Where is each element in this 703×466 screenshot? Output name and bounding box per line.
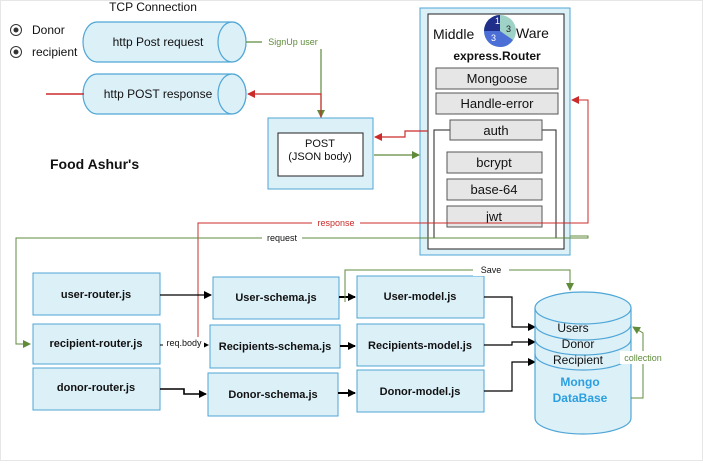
recipients-model-label: Recipients-model.js (368, 340, 472, 352)
donor-schema-box: Donor-schema.js (207, 372, 339, 417)
auth-box (449, 119, 543, 141)
user-model-box: User-model.js (356, 275, 485, 319)
http-post-request-pipe: http Post request (82, 21, 247, 63)
donor-router-label: donor-router.js (57, 382, 135, 394)
signup-label-bg (262, 35, 324, 49)
db-recipient-label: Recipient (553, 353, 604, 367)
response-label-bg (312, 216, 360, 229)
collection-edge (631, 326, 644, 399)
post-json-box: POST (JSON body) (267, 117, 374, 190)
recipients-schema-label: Recipients-schema.js (219, 341, 332, 353)
collection-label-bg (620, 351, 666, 364)
radio-recipient-label: recipient (32, 45, 78, 59)
db-name-line2: DataBase (553, 391, 608, 405)
post-label: POST (305, 138, 335, 150)
middleware-box: Middle Ware 1 3 3 express.Router Mongoos… (419, 7, 571, 256)
signup-edge (246, 41, 325, 118)
jwt-box (446, 205, 543, 228)
express-router-label: express.Router (453, 49, 541, 63)
base64-box (446, 178, 543, 201)
user-router-box: user-router.js (32, 272, 161, 316)
radio-donor-label: Donor (32, 23, 65, 37)
jwt-label: jwt (485, 209, 502, 224)
collection-label: collection (624, 353, 662, 363)
brand-title: Food Ashur's (50, 156, 139, 172)
req-body-label-bg (164, 337, 204, 349)
req-body-label: req.body (166, 338, 202, 348)
donor-router-to-schema-edge (160, 388, 207, 398)
user-model-label: User-model.js (384, 291, 457, 303)
request-label-bg (262, 231, 302, 244)
recipients-schema-box: Recipients-schema.js (209, 324, 341, 369)
request-label: request (267, 233, 298, 243)
db-users-label: Users (557, 321, 588, 335)
base64-label: base-64 (471, 182, 518, 197)
middleware-to-post-edge (374, 130, 428, 141)
db-donor-label: Donor (562, 337, 595, 351)
save-edge (344, 269, 574, 302)
handle-error-label: Handle-error (461, 96, 535, 111)
user-router-label: user-router.js (61, 289, 131, 301)
auth-label: auth (483, 123, 508, 138)
donor-schema-label: Donor-schema.js (228, 389, 317, 401)
user-model-to-db-edge (484, 296, 536, 331)
donor-model-to-db-edge (484, 358, 536, 392)
http-post-request-label: http Post request (113, 35, 204, 49)
http-post-response-pipe: http POST response (82, 73, 247, 115)
badge-num-1: 1 (495, 16, 500, 26)
radio-recipient[interactable]: recipient (10, 45, 79, 59)
badge-num-3: 3 (506, 24, 511, 34)
post-to-response-edge (247, 90, 322, 118)
donor-model-label: Donor-model.js (380, 386, 461, 398)
recipient-router-box: recipient-router.js (32, 323, 161, 365)
save-label-bg (473, 263, 509, 276)
user-schema-label: User-schema.js (235, 292, 316, 304)
donor-router-box: donor-router.js (32, 367, 161, 411)
tcp-title: TCP Connection (109, 0, 197, 14)
middleware-logo-icon: 1 3 3 (484, 15, 516, 47)
response-label: response (317, 218, 354, 228)
response-edge (197, 96, 589, 343)
mongoose-box (435, 67, 559, 90)
http-post-response-label: http POST response (104, 87, 213, 101)
mongoose-label: Mongoose (467, 71, 528, 86)
recipient-router-label: recipient-router.js (50, 338, 143, 350)
recipients-model-to-db-edge (484, 338, 536, 346)
bcrypt-box (446, 151, 543, 174)
signup-label: SignUp user (268, 37, 318, 47)
mongo-database: Users Donor Recipient Mongo DataBase (534, 291, 632, 435)
user-schema-box: User-schema.js (212, 276, 340, 320)
badge-num-2: 3 (491, 33, 496, 43)
db-name-line1: Mongo (560, 375, 599, 389)
radio-donor[interactable]: Donor (10, 23, 65, 37)
bcrypt-label: bcrypt (476, 155, 512, 170)
middleware-word2: Ware (516, 25, 549, 41)
json-body-label: (JSON body) (288, 151, 352, 163)
handle-error-box (435, 92, 559, 115)
save-label: Save (481, 265, 502, 275)
donor-model-box: Donor-model.js (356, 369, 485, 413)
recipients-model-box: Recipients-model.js (356, 323, 485, 367)
middleware-word1: Middle (433, 26, 474, 42)
